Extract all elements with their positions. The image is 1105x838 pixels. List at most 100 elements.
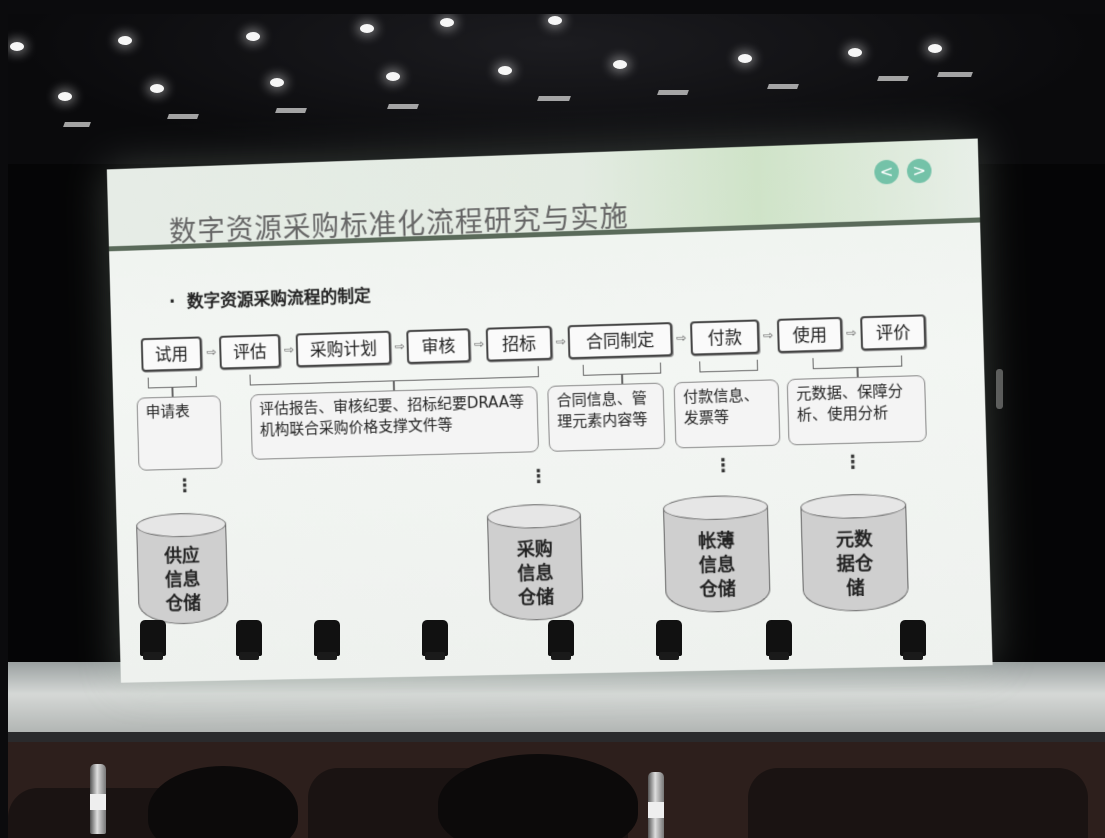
- step-assess: 评价: [860, 314, 927, 351]
- storage-label-line: 储: [846, 577, 866, 600]
- continuation-dots: ⋮: [843, 451, 863, 474]
- group-bracket-tick: [856, 366, 859, 377]
- spotlight-base: [239, 652, 259, 660]
- storage-purchase: 采购 信息 仓储: [486, 503, 584, 622]
- stage-spotlight: [900, 620, 926, 660]
- arrow-icon: ⇨: [676, 330, 687, 346]
- storage-metadata: 元数 据仓 储: [800, 492, 910, 613]
- info-box-metadata: 元数据、保障分析、使用分析: [786, 375, 927, 446]
- bottle-label: [648, 802, 664, 818]
- storage-label-line: 信息: [517, 562, 554, 585]
- ceiling-light: [440, 18, 454, 27]
- storage-label-line: 仓储: [517, 586, 555, 609]
- step-review: 审核: [406, 328, 471, 365]
- spotlight-base: [769, 652, 789, 660]
- stage-spotlight: [140, 620, 166, 660]
- water-bottle: [648, 772, 664, 838]
- ceiling-panel: [657, 90, 689, 95]
- wall-sign: [996, 369, 1003, 409]
- ceiling-light: [58, 92, 72, 101]
- group-bracket: [699, 359, 759, 373]
- storage-label-line: 仓储: [699, 578, 737, 601]
- bullet-text: 数字资源采购流程的制定: [186, 286, 372, 313]
- ceiling: [8, 14, 1105, 164]
- step-use: 使用: [776, 316, 843, 354]
- ceiling-light: [498, 66, 512, 75]
- storage-label-line: 元数: [835, 529, 873, 552]
- stage-spotlight: [236, 620, 262, 660]
- info-box-contract: 合同信息、管理元素内容等: [547, 382, 666, 452]
- spotlight-base: [659, 652, 679, 660]
- ceiling-light: [118, 36, 132, 45]
- step-purchase-plan: 采购计划: [295, 330, 392, 368]
- ceiling-light: [150, 84, 164, 93]
- arrow-icon: ⇨: [846, 325, 857, 340]
- stage-spotlight: [422, 620, 448, 660]
- arrow-icon: ⇨: [555, 334, 567, 349]
- continuation-dots: ⋮: [713, 455, 733, 477]
- storage-label-line: 信息: [164, 569, 201, 591]
- arrow-icon: ⇨: [474, 336, 485, 352]
- step-payment: 付款: [690, 319, 760, 356]
- ceiling-light: [548, 16, 562, 25]
- continuation-dots: ⋮: [175, 475, 194, 497]
- storage-label-line: 仓储: [165, 592, 202, 615]
- audience-area: [8, 742, 1105, 838]
- storage-label-line: 采购: [516, 538, 554, 561]
- storage-supply: 供应 信息 仓储: [135, 512, 229, 626]
- storage-label-line: 信息: [698, 554, 736, 577]
- storage-label-line: 供应: [164, 545, 200, 568]
- ceiling-light: [360, 24, 374, 33]
- spotlight-base: [143, 652, 163, 660]
- audience-head: [148, 766, 298, 838]
- storage-ledger: 帐薄 信息 仓储: [662, 494, 771, 614]
- info-box-payment: 付款信息、发票等: [673, 379, 781, 449]
- ceiling-light: [386, 72, 400, 81]
- ceiling-light: [928, 44, 942, 53]
- ceiling-panel: [387, 104, 419, 109]
- ceiling-panel: [63, 122, 91, 127]
- group-bracket-tick: [621, 373, 623, 384]
- step-trial: 试用: [140, 336, 203, 372]
- storage-label-line: 据仓: [836, 553, 874, 576]
- ceiling-panel: [937, 72, 973, 77]
- spotlight-base: [551, 652, 571, 660]
- storage-label-line: 帐薄: [697, 530, 735, 553]
- audience-head: [438, 754, 638, 838]
- arrow-icon: ⇨: [284, 342, 295, 357]
- spotlight-base: [317, 652, 337, 660]
- spotlight-base: [903, 652, 923, 660]
- audience-seat: [748, 768, 1088, 838]
- water-bottle: [90, 764, 106, 834]
- ceiling-light: [10, 42, 24, 51]
- slide-bullet: · 数字资源采购流程的制定: [168, 281, 372, 313]
- info-box-application: 申请表: [136, 395, 223, 471]
- spotlight-base: [425, 652, 445, 660]
- stage-spotlight: [314, 620, 340, 660]
- projection-screen: 数字资源采购标准化流程研究与实施 < > · 数字资源采购流程的制定 试用 ⇨ …: [106, 138, 993, 683]
- ceiling-panel: [877, 76, 909, 81]
- ceiling-light: [738, 54, 752, 63]
- auditorium-photo: 数字资源采购标准化流程研究与实施 < > · 数字资源采购流程的制定 试用 ⇨ …: [8, 14, 1105, 838]
- bullet-marker: ·: [168, 292, 176, 313]
- ceiling-panel: [167, 114, 199, 119]
- group-bracket-tick: [171, 386, 174, 397]
- continuation-dots: ⋮: [529, 465, 549, 488]
- step-tender: 招标: [485, 325, 553, 362]
- stage-spotlight: [548, 620, 574, 660]
- ceiling-light: [270, 78, 284, 87]
- ceiling-panel: [275, 108, 307, 113]
- ceiling-light: [246, 32, 260, 41]
- ceiling-light: [848, 48, 862, 57]
- ceiling-panel: [537, 96, 571, 101]
- stage-edge: [8, 732, 1105, 744]
- step-contract: 合同制定: [567, 322, 673, 360]
- bottle-label: [90, 794, 106, 810]
- arrow-icon: ⇨: [394, 339, 405, 354]
- stage-spotlight: [766, 620, 792, 660]
- step-evaluate: 评估: [218, 334, 281, 370]
- info-box-reports: 评估报告、审核纪要、招标纪要DRAA等机构联合采购价格支撑文件等: [250, 386, 540, 460]
- arrow-icon: ⇨: [206, 344, 217, 360]
- arrow-icon: ⇨: [762, 328, 774, 343]
- ceiling-panel: [767, 84, 799, 89]
